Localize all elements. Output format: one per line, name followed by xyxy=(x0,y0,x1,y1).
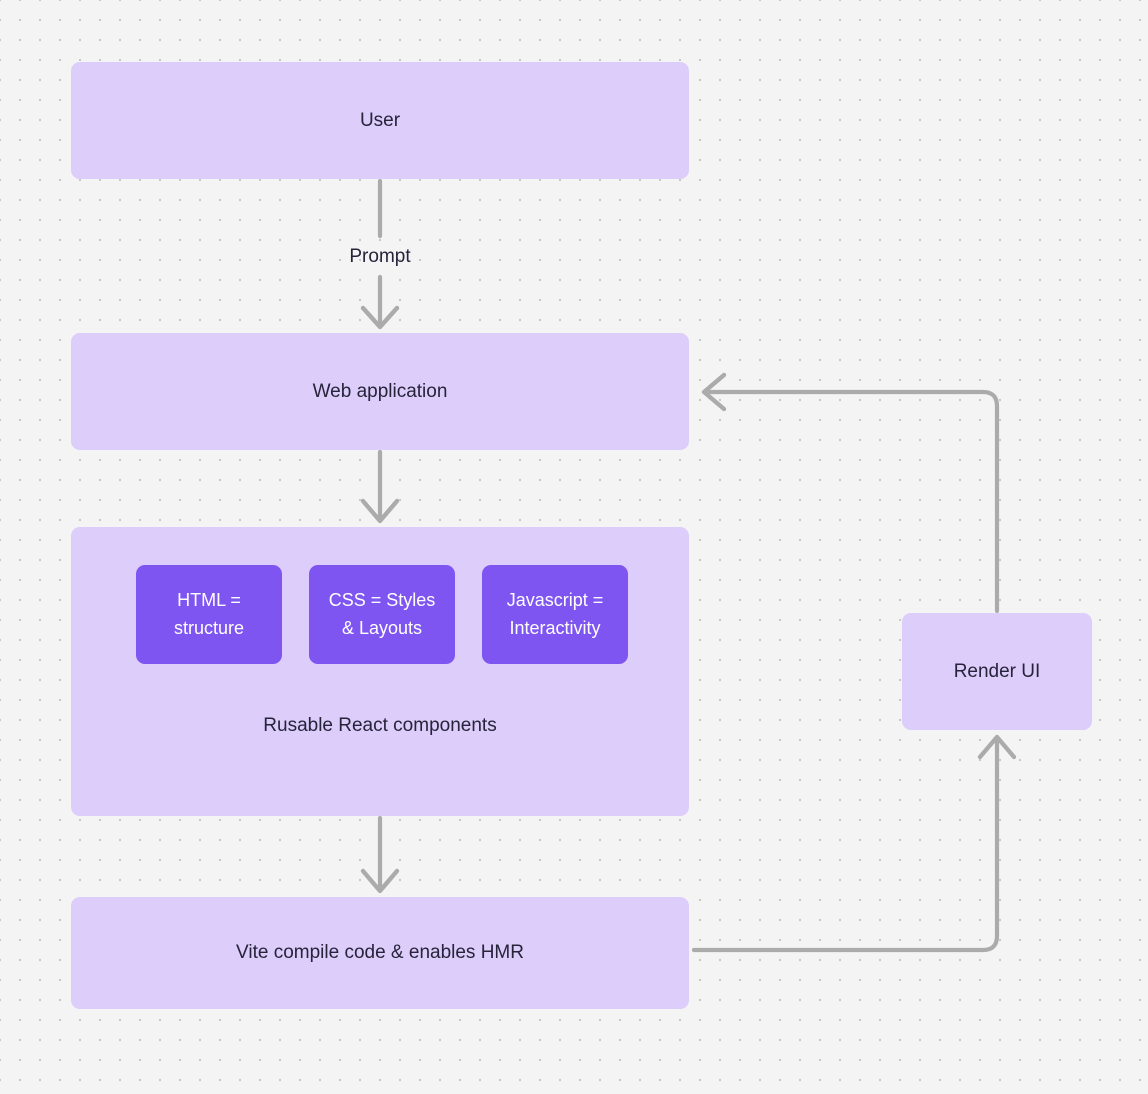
edge-webapp-to-components xyxy=(360,449,400,524)
node-react-components-caption: Rusable React components xyxy=(263,715,497,736)
chip-row: HTML = structure CSS = Styles & Layouts … xyxy=(136,565,628,664)
chip-css-label: CSS = Styles & Layouts xyxy=(328,589,436,638)
edge-components-to-vite xyxy=(360,815,400,894)
edge-render-to-webapp xyxy=(701,372,1000,614)
node-react-components-group[interactable]: HTML = structure CSS = Styles & Layouts … xyxy=(71,527,689,816)
node-render-ui-label: Render UI xyxy=(953,660,1041,682)
chip-css[interactable]: CSS = Styles & Layouts xyxy=(309,565,455,664)
chip-javascript[interactable]: Javascript = Interactivity xyxy=(482,565,628,664)
node-user-label: User xyxy=(359,109,401,131)
node-render-ui[interactable]: Render UI xyxy=(902,613,1092,730)
edge-label-prompt: Prompt xyxy=(349,246,411,267)
node-web-application-label: Web application xyxy=(312,380,448,402)
chip-html[interactable]: HTML = structure xyxy=(136,565,282,664)
chip-javascript-label: Javascript = Interactivity xyxy=(506,589,604,638)
node-web-application[interactable]: Web application xyxy=(71,333,689,450)
chip-html-label: HTML = structure xyxy=(173,589,245,638)
edge-vite-to-render xyxy=(691,734,1017,953)
node-vite-label: Vite compile code & enables HMR xyxy=(236,942,524,964)
node-user[interactable]: User xyxy=(71,62,689,179)
node-vite[interactable]: Vite compile code & enables HMR xyxy=(71,897,689,1009)
